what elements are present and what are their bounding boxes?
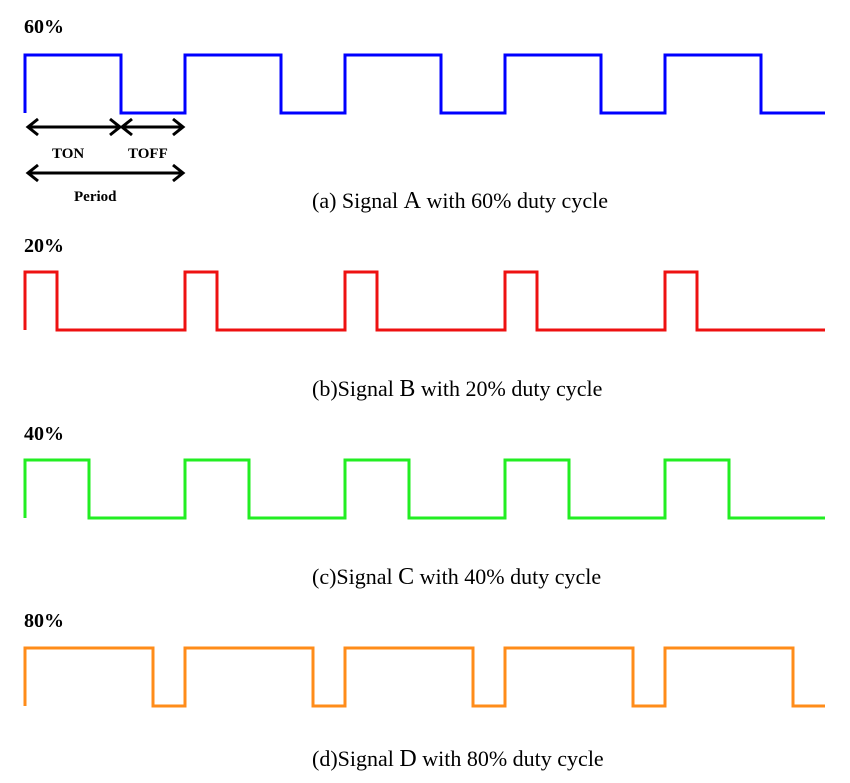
signal-a-waveform [23,53,825,115]
signal-d-group: 80% (d)Signal D with 80% duty cycle [23,610,825,772]
signal-c-percent-label: 40% [24,423,64,445]
signal-a-group: 60% (a) Signal A with 60% duty cycle [23,16,825,214]
signal-b-caption: (b)Signal B with 20% duty cycle [312,376,602,402]
signal-d-waveform [23,646,825,708]
toff-arrow [119,117,186,137]
signal-b-group: 20% (b)Signal B with 20% duty cycle [23,235,825,402]
signal-d-percent-label: 80% [24,610,64,632]
timing-annotation: TON TOFF Period [25,117,186,205]
signal-b-waveform [23,270,825,332]
signal-c-waveform [23,458,825,520]
signal-c-group: 40% (c)Signal C with 40% duty cycle [23,423,825,590]
signal-c-caption: (c)Signal C with 40% duty cycle [312,564,601,590]
period-arrow [25,163,186,183]
signal-a-percent-label: 60% [24,16,64,38]
signal-a-caption: (a) Signal A with 60% duty cycle [312,188,608,214]
signal-b-percent-label: 20% [24,235,64,257]
ton-arrow [25,117,123,137]
period-label: Period [74,189,117,205]
toff-label: TOFF [128,146,168,162]
ton-label: TON [52,146,84,162]
signal-d-caption: (d)Signal D with 80% duty cycle [312,746,604,772]
